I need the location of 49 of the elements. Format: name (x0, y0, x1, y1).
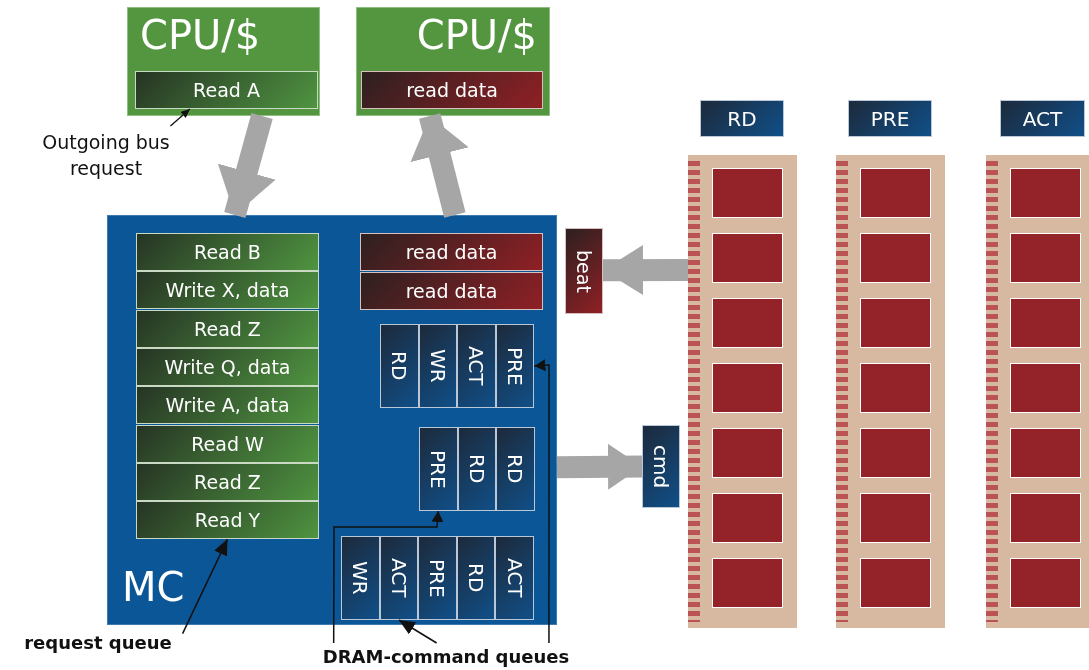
leader-line (169, 108, 191, 127)
data-box: read data (360, 272, 543, 310)
cpu-box (127, 7, 320, 116)
annotation-text: Outgoing bus request (36, 126, 176, 186)
block-arrow (410, 113, 469, 218)
request-box: Read W (136, 424, 319, 463)
command-box: ACT (1000, 100, 1085, 137)
request-box: Read Z (136, 462, 319, 501)
controller-label: MC (122, 564, 185, 610)
command-box: WR (341, 536, 380, 620)
memory-module-drawing (836, 155, 945, 628)
request-box: Write X, data (136, 271, 319, 310)
memory-controller-box (107, 215, 557, 625)
command-box: RD (380, 324, 419, 408)
command-box: ACT (457, 324, 496, 408)
cpu-label: CPU/$ (140, 12, 261, 58)
caption-text: DRAM-command queues (290, 643, 602, 670)
caption-text: request queue (8, 628, 188, 656)
arrow (533, 359, 550, 644)
memory-module-drawing (986, 155, 1089, 628)
request-box: Read A (135, 71, 318, 109)
command-box: PRE (495, 324, 535, 408)
command-box: WR (418, 324, 458, 408)
data-beat-box: beat (565, 228, 603, 314)
arrow (398, 619, 438, 644)
command-box: RD (456, 536, 496, 620)
block-arrow (602, 245, 689, 296)
command-box: RD (700, 100, 784, 137)
request-box: Read Y (136, 501, 319, 540)
cpu-box (356, 7, 550, 116)
command-box: ACT (379, 536, 419, 620)
cpu-label: CPU/$ (416, 12, 537, 58)
command-box: RD (457, 427, 497, 511)
command-box: PRE (848, 100, 932, 137)
command-box: cmd (642, 425, 680, 508)
command-box: RD (496, 427, 535, 511)
request-box: Read B (136, 233, 319, 271)
data-box: read data (360, 233, 543, 271)
request-box: Write Q, data (136, 347, 319, 386)
data-box: read data (361, 71, 543, 109)
command-box: ACT (495, 536, 534, 620)
command-box: PRE (418, 536, 457, 620)
block-arrow (556, 443, 643, 490)
arrow (332, 510, 444, 644)
request-box: Read Z (136, 309, 319, 348)
command-box: PRE (419, 427, 458, 511)
request-box: Write A, data (136, 386, 319, 425)
memory-module-drawing (688, 155, 797, 628)
block-arrow (217, 113, 276, 218)
